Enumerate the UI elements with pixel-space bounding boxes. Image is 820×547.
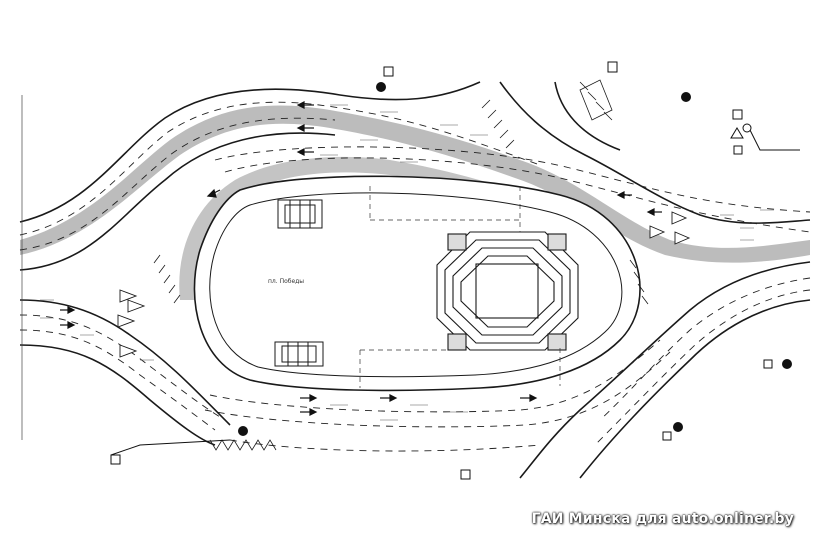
square-name-label: пл. Победы: [268, 278, 305, 285]
central-island: [193, 175, 641, 392]
hatched-verges: [153, 79, 649, 451]
road-signs: [110, 61, 800, 480]
lane-arrows: [60, 101, 662, 416]
square-boundaries: [359, 186, 561, 388]
monument: [436, 231, 579, 351]
traffic-lights: [238, 82, 792, 436]
lane-markings: [19, 101, 811, 452]
watermark-caption: ГАИ Минска для auto.onliner.by: [531, 511, 794, 527]
structure-north: [277, 199, 323, 229]
road-edges: [19, 81, 811, 479]
yield-triangles: [117, 211, 691, 358]
structure-south: [274, 341, 324, 367]
central-island-inner: [209, 192, 623, 378]
annotation-marks: [40, 104, 774, 421]
